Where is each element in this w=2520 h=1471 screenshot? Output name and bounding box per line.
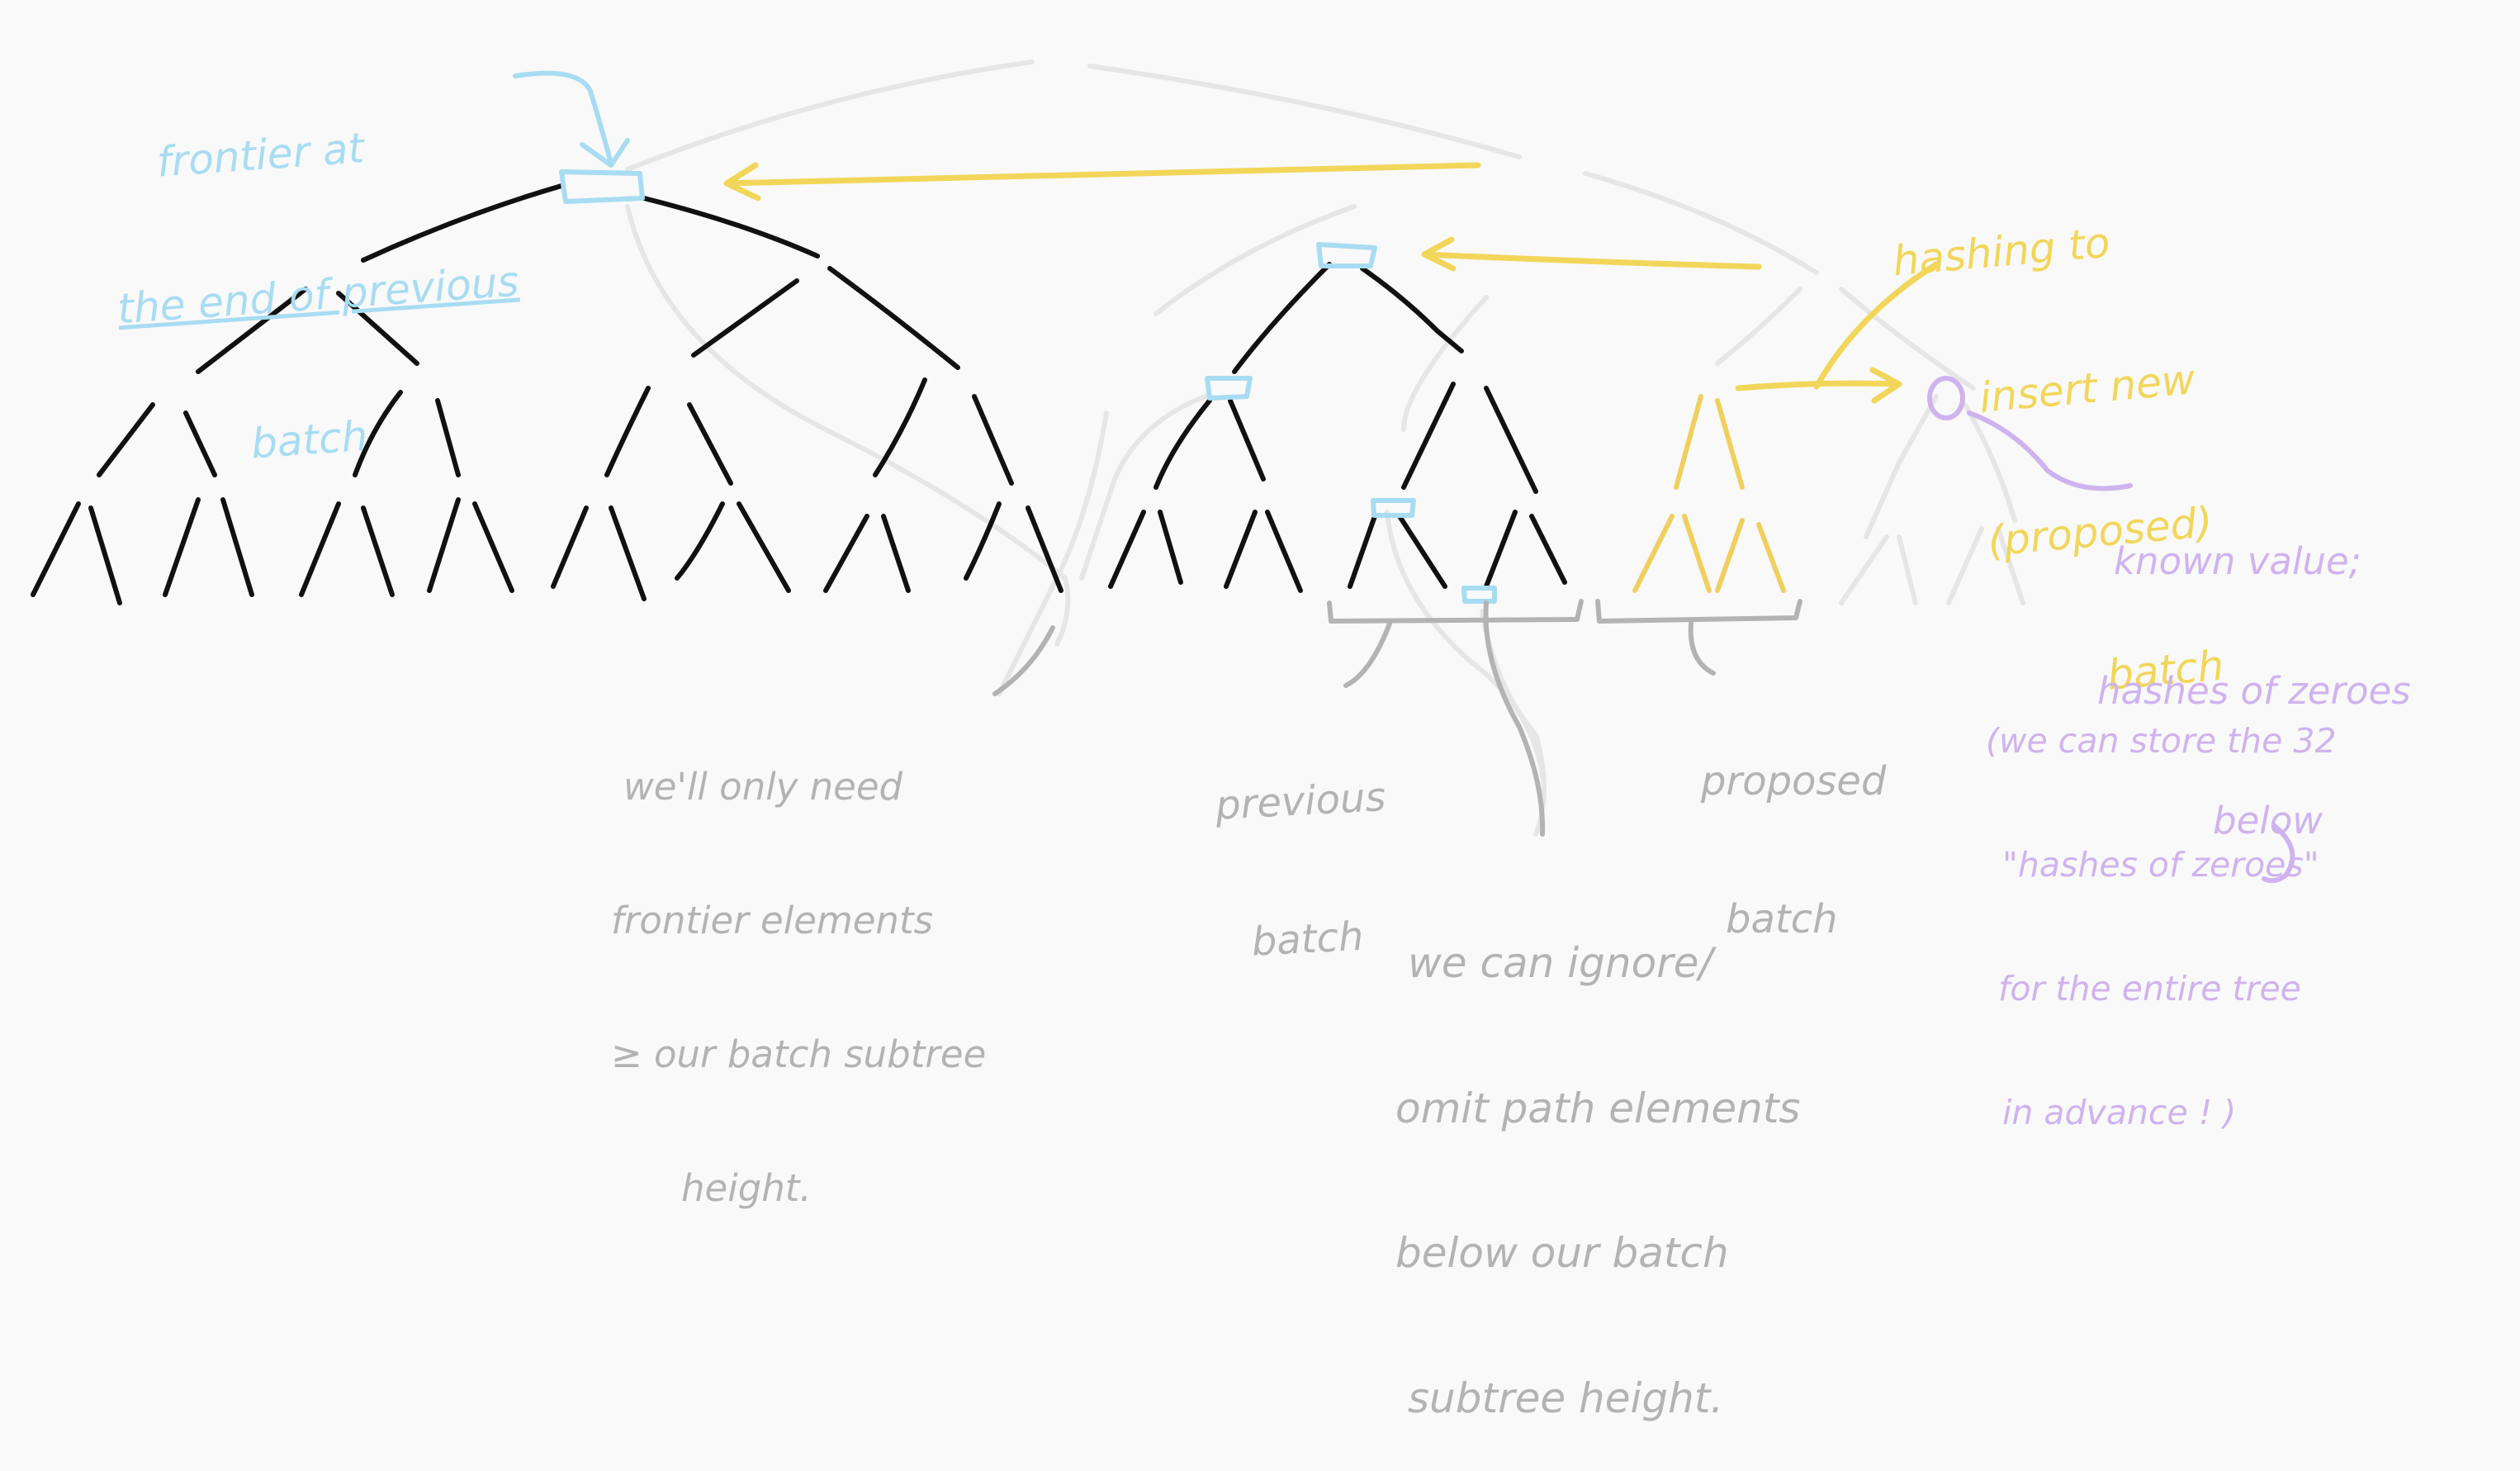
ignore-path-note-line3: below our batch [1395, 1229, 1729, 1277]
hashing-note-connector [1813, 261, 1940, 390]
ignore-path-note-line1: we can ignore/ [1408, 939, 1713, 987]
previous-batch-tree [1108, 262, 1567, 593]
store-zeroes-note-line2: "hashes of zeroes" [2002, 845, 2319, 885]
closing-paren-stroke [2262, 823, 2295, 884]
merkle-tree-diagram [31, 59, 2295, 884]
previous-batch-brace [1327, 599, 1584, 624]
frontier-highlights [513, 70, 1497, 604]
known-value-note-line3: below [2213, 798, 2323, 842]
proposed-batch-label-line1: proposed [1701, 758, 1887, 805]
frontier-node-low [1371, 498, 1416, 518]
store-zeroes-note: (we can store the 32 "hashes of zeroes" … [1986, 638, 2337, 1174]
frontier-note: frontier at the end of previous batch [116, 18, 533, 520]
frontier-only-note-line2: frontier elements [611, 899, 934, 942]
known-value-node [1927, 376, 2295, 884]
frontier-only-note-line3: ≥ our batch subtree [611, 1032, 987, 1076]
proposed-batch-label: proposed batch [1701, 667, 1886, 989]
proposed-batch-brace [1595, 599, 1802, 624]
previous-batch-label-line1: previous [1214, 774, 1387, 830]
frontier-pointer-arrow [513, 70, 630, 168]
store-zeroes-note-line3: for the entire tree [1998, 969, 2301, 1009]
frontier-only-note: we'll only need frontier elements ≥ our … [611, 676, 986, 1255]
faint-upper-tree [625, 59, 2025, 837]
frontier-node-leaf [1461, 586, 1497, 604]
hashing-note-line1: hashing to [1891, 218, 2112, 286]
store-zeroes-note-line1: (we can store the 32 [1986, 721, 2337, 762]
frontier-note-line3: batch [249, 411, 370, 468]
frontier-node-top [559, 169, 645, 204]
hashing-arrows [723, 162, 1940, 404]
proposed-batch-subtree [1632, 394, 1786, 593]
frontier-node-left [1205, 376, 1253, 401]
previous-batch-label: previous batch [1210, 683, 1396, 1013]
arrow-to-frontier-mid [1421, 236, 1762, 272]
ignore-path-note-line2: omit path elements [1395, 1084, 1801, 1132]
frontier-node-mid [1316, 242, 1377, 268]
batch-braces [992, 599, 1802, 837]
committed-tree [31, 183, 1063, 605]
frontier-note-line2: the end of previous [116, 257, 521, 334]
proposed-batch-label-line2: batch [1726, 896, 1838, 943]
arrow-to-frontier-top [723, 162, 1481, 202]
ignore-note-connector [1483, 600, 1546, 837]
known-value-note-line2: hashes of zeroes [2097, 668, 2411, 713]
frontier-note-line1: frontier at [155, 124, 366, 187]
hashing-note-line2: insert new [1977, 355, 2197, 422]
previous-batch-label-line2: batch [1250, 913, 1365, 966]
ignore-path-note: we can ignore/ omit path elements below … [1395, 842, 1800, 1471]
frontier-only-note-line4: height. [681, 1166, 812, 1210]
known-value-note-line1: known value; [2114, 539, 2361, 584]
ignore-path-note-line4: subtree height. [1408, 1374, 1724, 1422]
store-zeroes-note-line4: in advance ! ) [2002, 1093, 2237, 1133]
frontier-only-note-line1: we'll only need [623, 765, 903, 809]
known-value-note: known value; hashes of zeroes below [2097, 454, 2411, 885]
